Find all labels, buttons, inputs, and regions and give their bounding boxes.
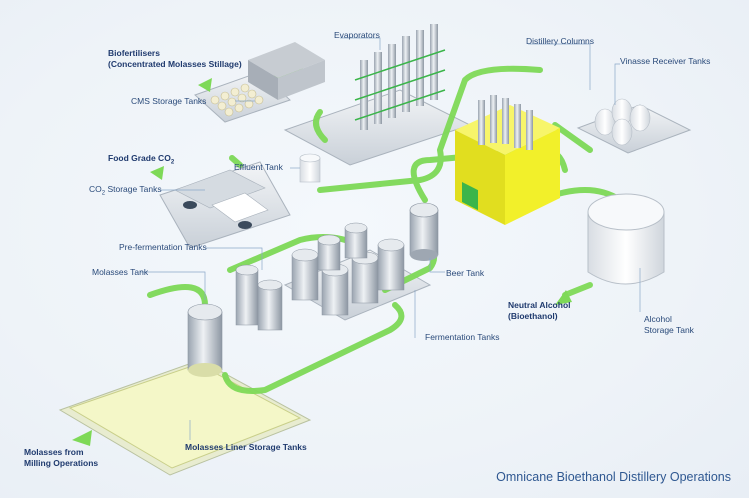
label-pre-fermentation: Pre-fermentation Tanks xyxy=(119,242,207,252)
label-evaporators: Evaporators xyxy=(334,30,380,40)
cms-warehouse xyxy=(248,42,325,100)
label-vinasse-tanks: Vinasse Receiver Tanks xyxy=(620,56,711,66)
flow-neutral-alcohol xyxy=(562,282,593,298)
evaporator-columns xyxy=(354,24,446,130)
beer-tank xyxy=(409,202,439,261)
co2-tanks xyxy=(174,169,269,229)
label-liner-tanks: Molasses Liner Storage Tanks xyxy=(185,442,307,452)
label-fermentation-tanks: Fermentation Tanks xyxy=(425,332,500,342)
label-molasses-tank: Molasses Tank xyxy=(92,267,149,277)
label-co2-tanks: CO2 Storage Tanks xyxy=(89,184,162,197)
label-molasses-from-2: Milling Operations xyxy=(24,458,99,468)
molasses-tank xyxy=(187,303,223,377)
label-distillery-columns: Distillery Columns xyxy=(526,36,595,46)
cms-small-tanks xyxy=(210,83,264,117)
label-neutral-alcohol: Neutral Alcohol xyxy=(508,300,571,310)
label-beer-tank: Beer Tank xyxy=(446,268,485,278)
arrow-neutral-alcohol xyxy=(555,290,572,305)
label-alcohol-storage-1: Alcohol xyxy=(644,314,672,324)
flow-to-molasses-tank xyxy=(147,284,208,308)
flow-co2 xyxy=(229,155,243,168)
alcohol-storage-tank xyxy=(587,193,665,285)
label-cms-tanks: CMS Storage Tanks xyxy=(131,96,207,106)
effluent-tank xyxy=(299,153,321,183)
flow-vinasse xyxy=(552,122,593,153)
flow-arrows xyxy=(72,78,572,446)
fermentation-tanks xyxy=(291,222,405,316)
label-neutral-alcohol-sub: (Bioethanol) xyxy=(508,311,558,321)
diagram-title: Omnicane Bioethanol Distillery Operation… xyxy=(496,470,731,484)
leader-lines xyxy=(140,37,641,440)
flow-evaporator xyxy=(313,109,328,143)
flow-effluent xyxy=(317,65,543,193)
arrow-biofertiliser xyxy=(198,78,212,92)
vinasse-tanks xyxy=(594,98,651,146)
label-biofertilisers: Biofertilisers xyxy=(108,48,160,58)
distillery-building xyxy=(455,95,560,225)
label-alcohol-storage-2: Storage Tank xyxy=(644,325,694,335)
label-molasses-from-1: Molasses from xyxy=(24,447,84,457)
label-biofertilisers-sub: (Concentrated Molasses Stillage) xyxy=(108,59,242,69)
flow-to-fermentation xyxy=(222,302,405,394)
label-effluent-tank: Effluent Tank xyxy=(234,162,283,172)
arrow-co2 xyxy=(150,166,164,180)
label-food-grade-co2: Food Grade CO2 xyxy=(108,153,175,166)
pre-fermentation-tanks xyxy=(235,264,283,331)
liner-sheet xyxy=(68,363,302,469)
arrow-molasses-in xyxy=(72,430,92,446)
